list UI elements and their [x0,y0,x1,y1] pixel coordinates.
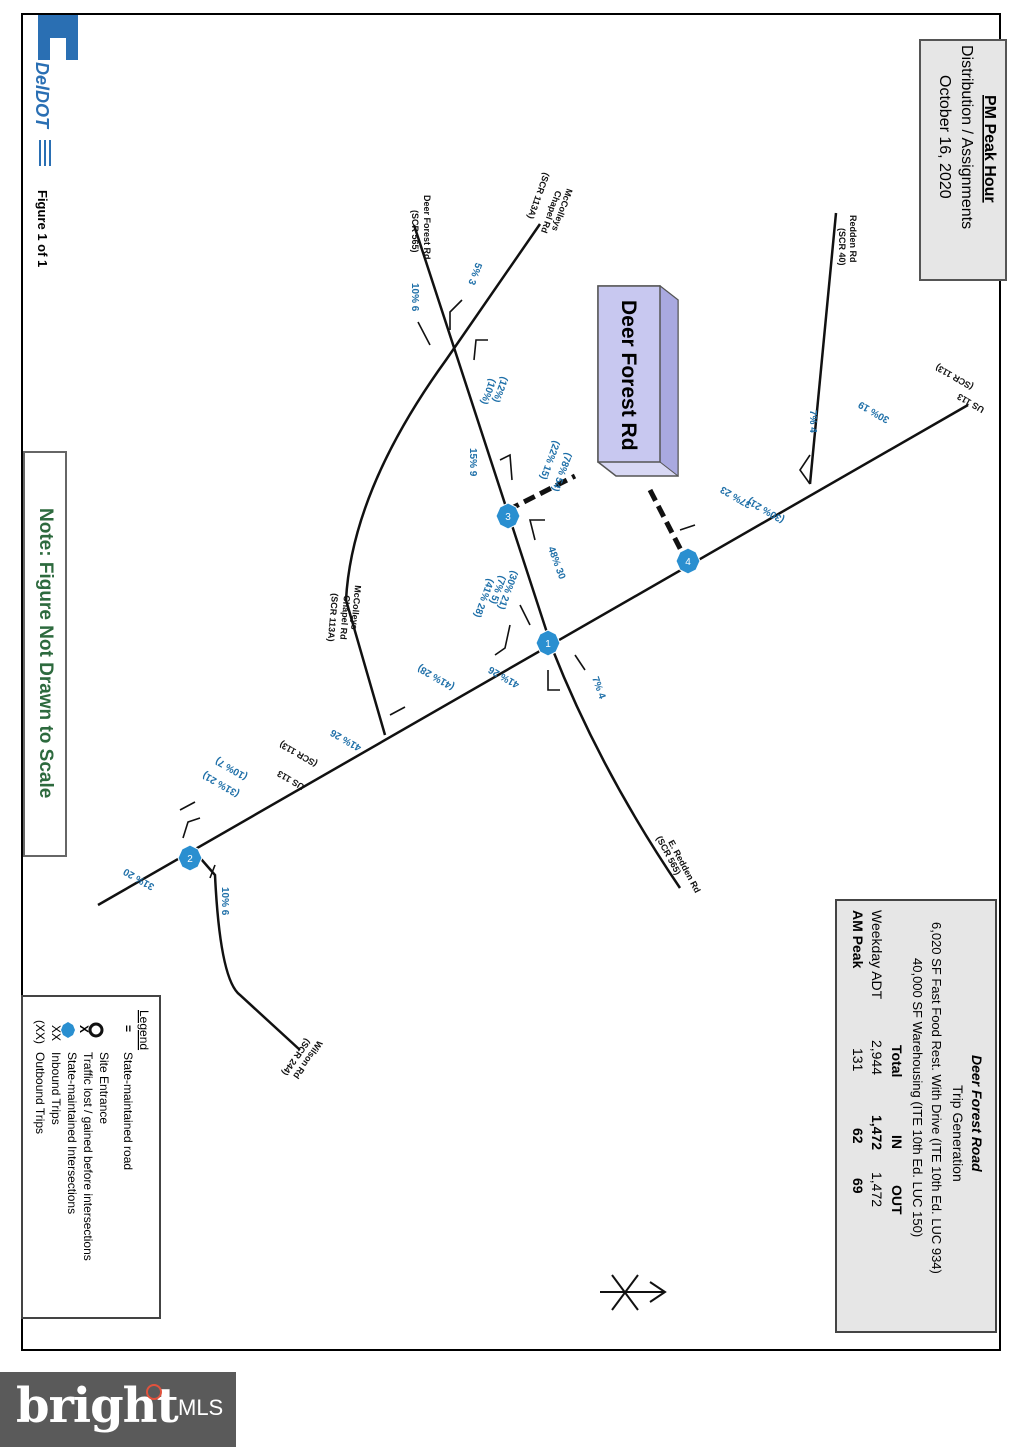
tripgen-col-out: OUT [889,1185,905,1215]
legend-title: Legend [137,1010,151,1050]
note-text: Note: Figure Not Drawn to Scale [35,508,56,798]
tripgen-row1-total: 2,944 [869,1040,885,1075]
svg-text:1: 1 [545,639,551,650]
svg-text:(41% 28): (41% 28) [416,662,457,692]
deldot-logo: DelDOT [32,15,78,166]
north-arrow-icon [600,1274,667,1311]
road-deer-forest [412,224,554,649]
svg-text:15% 9: 15% 9 [467,448,478,477]
legend-item-outbound: Outbound Trips [33,1052,47,1134]
logo-text: DelDOT [32,62,52,130]
title-line1: PM Peak Hour [981,95,998,203]
legend: Legend = State-maintained road Site Entr… [21,995,161,1319]
intersection-3 [495,502,521,530]
svg-text:10% 6: 10% 6 [219,887,230,916]
site-label: Deer Forest Rd [617,300,640,451]
tripgen-col-in: IN [889,1135,905,1149]
intersection-1 [535,629,561,657]
svg-text:41% 26: 41% 26 [328,726,363,753]
svg-text:7% 4: 7% 4 [589,675,607,701]
tripgen-row2-label: AM Peak [850,910,866,969]
road-us113 [97,403,969,907]
legend-item-traffic: Traffic lost / gained before intersectio… [81,1052,95,1261]
legend-item-intersections: State-maintained Intersections [65,1052,79,1214]
svg-text:7% 4: 7% 4 [807,410,818,433]
label-us113-mid-scr: (SCR 113) [278,739,319,769]
legend-item-road: State-maintained road [121,1052,135,1170]
figure-label: Figure 1 of 1 [35,190,50,267]
tripgen-row2-in: 62 [850,1128,866,1144]
watermark-mls: MLS [178,1395,224,1420]
site-entrance-icon [88,1022,104,1038]
svg-text:3: 3 [505,512,511,523]
tripgen-line2: 40,000 SF Warehousing (ITE 10th Ed. LUC … [910,958,925,1237]
label-deer-forest-scr: (SCR 565) [410,210,420,253]
site-driveways [506,473,688,560]
tripgen-row1-out: 1,472 [869,1172,885,1207]
title-line2: Distribution / Assignments [958,45,975,229]
tripgen-row2-total: 131 [850,1048,866,1072]
road-mccolleys [344,223,542,736]
site-box: Deer Forest Rd [597,284,679,478]
label-us113-ne: US 113 [955,392,986,415]
trip-generation-panel: Deer Forest Road Trip Generation 6,020 S… [835,899,997,1333]
tripgen-row2-out: 69 [850,1178,866,1194]
intersection-2 [177,844,203,872]
tripgen-row1-in: 1,472 [869,1115,885,1150]
label-us113-ne-scr: (SCR 113) [934,362,975,392]
svg-text:30% 19: 30% 19 [856,398,891,425]
title-box: PM Peak Hour Distribution / Assignments … [919,39,1007,281]
assignment-labels: 5% 3 10% 6 (12%) (10%) 15% 9 (78% 54) (2… [121,261,891,916]
watermark-dot-icon [146,1384,162,1400]
svg-text:48% 30: 48% 30 [545,545,567,581]
label-deer-forest: Deer Forest Rd [422,195,432,260]
svg-text:X: X [77,1025,91,1033]
movement-arrows [179,299,811,879]
tripgen-title: Deer Forest Road [969,1055,985,1172]
title-line3: October 16, 2020 [936,75,953,199]
svg-text:41% 26: 41% 26 [486,663,521,690]
state-intersection-icon [61,1022,75,1038]
label-us113-mid: US 113 [275,769,306,792]
road-e-redden [550,647,682,889]
label-mccolleys-s2: Chapel Rd [338,595,352,640]
label-redden: Redden Rd [848,215,858,263]
svg-text:(XX): (XX) [33,1020,47,1044]
legend-item-site: Site Entrance [97,1052,111,1124]
legend-item-inbound: Inbound Trips [49,1052,63,1125]
tripgen-line1: 6,020 SF Fast Food Rest. With Drive (ITE… [929,922,944,1274]
svg-text:2: 2 [187,854,193,865]
label-mccolleys-s1: McColleys [349,585,363,630]
intersection-4 [675,547,701,575]
svg-text:4: 4 [685,557,691,568]
label-mccolleys-s-scr: (SCR 113A) [326,593,340,642]
svg-text:5% 3: 5% 3 [465,261,483,287]
note-box: Note: Figure Not Drawn to Scale [23,451,67,857]
road-redden [808,212,838,485]
tripgen-subtitle: Trip Generation [950,1085,966,1182]
page-frame [21,13,1001,1351]
watermark-bar [0,1372,236,1447]
tripgen-col-total: Total [889,1045,905,1077]
svg-text:XX: XX [49,1025,63,1041]
intersections: 1 2 3 4 [177,502,701,872]
svg-text:10% 6: 10% 6 [409,283,420,312]
tripgen-row1-label: Weekday ADT [869,910,885,1000]
road-wilson [194,851,301,1051]
label-redden-scr: (SCR 40) [837,228,847,266]
road-network [97,212,969,1051]
svg-text:=: = [121,1025,135,1032]
